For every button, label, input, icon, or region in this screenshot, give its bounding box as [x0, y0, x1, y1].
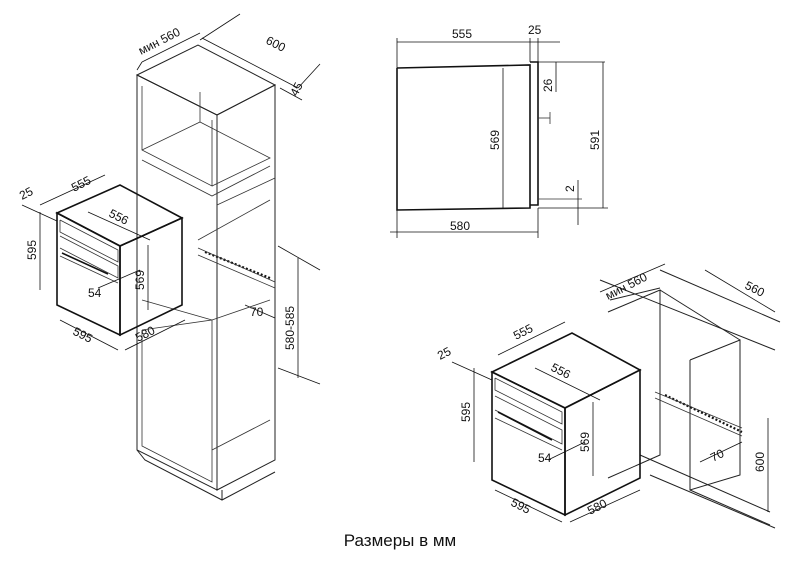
right-inner-height-label: 569: [578, 432, 592, 452]
column-top-gap-label: 45: [287, 80, 306, 99]
right-depth-label: 580: [585, 496, 609, 518]
oven-left-dimensions: 25 555 556 595 569 54 595 580: [17, 173, 186, 351]
oven-right-dimensions: 25 555 556 595 569 54 595 580: [435, 321, 641, 523]
column-niche-min-label: мин 560: [136, 25, 183, 58]
left-inner-height-label: 569: [133, 270, 147, 290]
under-niche-depth-label: 560: [743, 278, 767, 300]
left-inner-width-label: 556: [107, 206, 131, 228]
side-view-dimensions: 555 25 569 26 591 2 580: [390, 23, 608, 238]
side-depth-label: 580: [450, 219, 470, 233]
left-handle-label: 54: [88, 286, 102, 300]
under-vent-label: 70: [708, 446, 727, 465]
oven-right: [490, 332, 642, 517]
side-inner-height-label: 569: [488, 130, 502, 150]
undercounter-cabinet: [599, 269, 781, 529]
left-height-label: 595: [25, 240, 39, 260]
right-front-label: 25: [435, 344, 454, 363]
caption: Размеры в мм: [343, 531, 457, 550]
under-niche-height-label: 600: [753, 452, 767, 472]
left-front-label: 25: [17, 184, 36, 203]
side-total-height-label: 591: [588, 130, 602, 150]
side-view: [396, 61, 582, 211]
right-height-label: 595: [459, 402, 473, 422]
column-cabinet-depth-label: 600: [264, 33, 288, 55]
undercounter-dimensions: мин 560 560 70 600: [599, 263, 776, 512]
side-gap-label: 2: [563, 185, 577, 192]
oven-left: [55, 184, 184, 337]
side-width-top-label: 555: [452, 27, 472, 41]
column-niche-height-label: 580-585: [283, 306, 297, 350]
side-front-label: 25: [528, 23, 542, 37]
right-top-width-label: 555: [511, 321, 535, 343]
left-top-width-label: 555: [69, 173, 93, 195]
tall-cabinet: [135, 44, 277, 501]
side-panel-label: 26: [541, 78, 555, 92]
column-niche-depth-label: 70: [250, 305, 264, 319]
column-dimensions: мин 560 600 45 70 580-585: [136, 13, 321, 385]
right-handle-label: 54: [538, 451, 552, 465]
right-inner-width-label: 556: [549, 360, 573, 382]
left-width-bottom-label: 595: [71, 324, 95, 346]
